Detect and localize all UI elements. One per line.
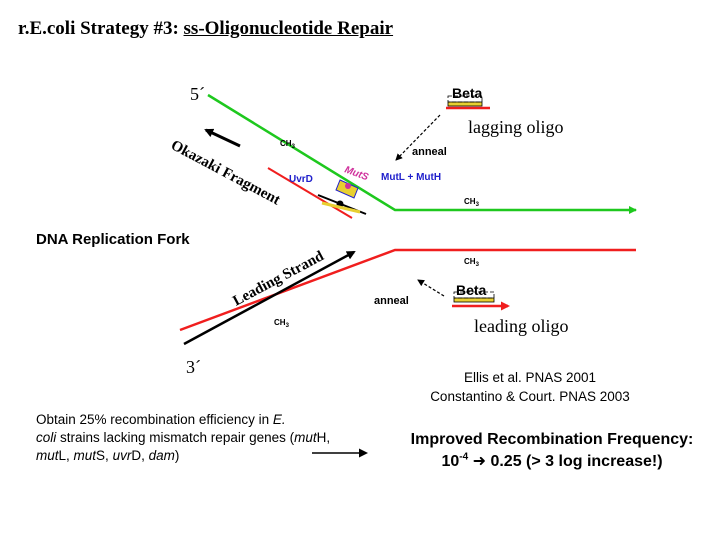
- gene-mutH: mut: [294, 430, 317, 445]
- fork-label: DNA Replication Fork: [36, 231, 190, 248]
- reference-1: Ellis et al. PNAS 2001: [463, 370, 597, 385]
- leading-template-strand: [179, 248, 636, 332]
- ch3-subscript: 3: [476, 262, 480, 268]
- obtain-italic-coli: coli: [36, 430, 57, 445]
- gene-dam: dam: [148, 448, 175, 463]
- frequency-from: 10: [441, 453, 460, 470]
- beta-protein-bottom: [453, 291, 495, 303]
- leading-strand-label: Leading Strand: [230, 248, 327, 310]
- okazaki-fragment-label: Okazaki Fragment: [168, 137, 283, 208]
- obtain-text-part: S,: [96, 448, 113, 463]
- beta-label-bottom: Beta: [456, 282, 487, 298]
- lagging-template-strand: [207, 93, 637, 214]
- reference-2: Constantino & Court. PNAS 2003: [430, 389, 630, 404]
- okazaki-fragment: [267, 167, 367, 219]
- obtain-text-part: Obtain 25% recombination efficiency in: [36, 412, 273, 427]
- gene-mutL: mut: [36, 448, 59, 463]
- obtain-text-part: ): [174, 448, 180, 463]
- beta-label-top: Beta: [452, 85, 483, 101]
- beta-protein-top: [447, 95, 483, 107]
- obtain-text-part: strains lacking mismatch repair genes (: [56, 430, 295, 445]
- ch3-subscript: 3: [292, 144, 296, 150]
- improved-heading: Improved Recombination Frequency:: [410, 431, 694, 448]
- ch3-label-top-left: CH3: [280, 139, 296, 150]
- ch3-label-red-right: CH3: [464, 257, 480, 268]
- anneal-arrow-bottom: [417, 279, 445, 297]
- increase-note: (> 3 log increase!): [526, 453, 663, 470]
- five-prime-label: 5´: [190, 84, 205, 104]
- ch3-label-green-right: CH3: [464, 197, 480, 208]
- leading-oligo-label: leading oligo: [474, 316, 568, 336]
- gene-uvrD: uvr: [112, 448, 132, 463]
- anneal-label-bottom: anneal: [374, 295, 409, 307]
- obtain-text-part: L,: [58, 448, 74, 463]
- improved-values: 10-4 ➜ 0.25 (> 3 log increase!): [384, 451, 720, 473]
- obtain-text-part: H,: [316, 430, 331, 445]
- page-title: r.E.coli Strategy #3: ss-Oligonucleotide…: [18, 18, 393, 40]
- okazaki-direction-arrow: [204, 128, 241, 148]
- improved-frequency: Improved Recombination Frequency: 10-4 ➜…: [384, 429, 720, 473]
- obtain-text: Obtain 25% recombination efficiency in E…: [36, 411, 366, 465]
- mutl-muth-label: MutL + MutH: [381, 172, 441, 183]
- title-prefix: r.E.coli Strategy #3:: [18, 18, 184, 39]
- anneal-arrow-top: [395, 114, 441, 161]
- ch3-subscript: 3: [286, 323, 290, 329]
- ch3-label-bottom-left: CH3: [274, 318, 290, 329]
- title-underlined: ss-Oligonucleotide Repair: [183, 18, 394, 39]
- three-prime-label: 3´: [186, 357, 201, 377]
- references: Ellis et al. PNAS 2001 Constantino & Cou…: [380, 368, 680, 406]
- obtain-italic-e: E.: [272, 412, 286, 427]
- uvrd-label: UvrD: [289, 174, 313, 185]
- frequency-to: 0.25: [490, 453, 522, 470]
- ch3-subscript: 3: [476, 202, 480, 208]
- gene-mutS: mut: [73, 448, 97, 463]
- right-arrow-icon: ➜: [472, 453, 486, 470]
- anneal-label-top: anneal: [412, 146, 447, 158]
- obtain-text-part: D,: [131, 448, 149, 463]
- lagging-oligo-label: lagging oligo: [468, 117, 564, 137]
- leading-strand: [183, 250, 356, 346]
- frequency-exponent: -4: [459, 451, 469, 463]
